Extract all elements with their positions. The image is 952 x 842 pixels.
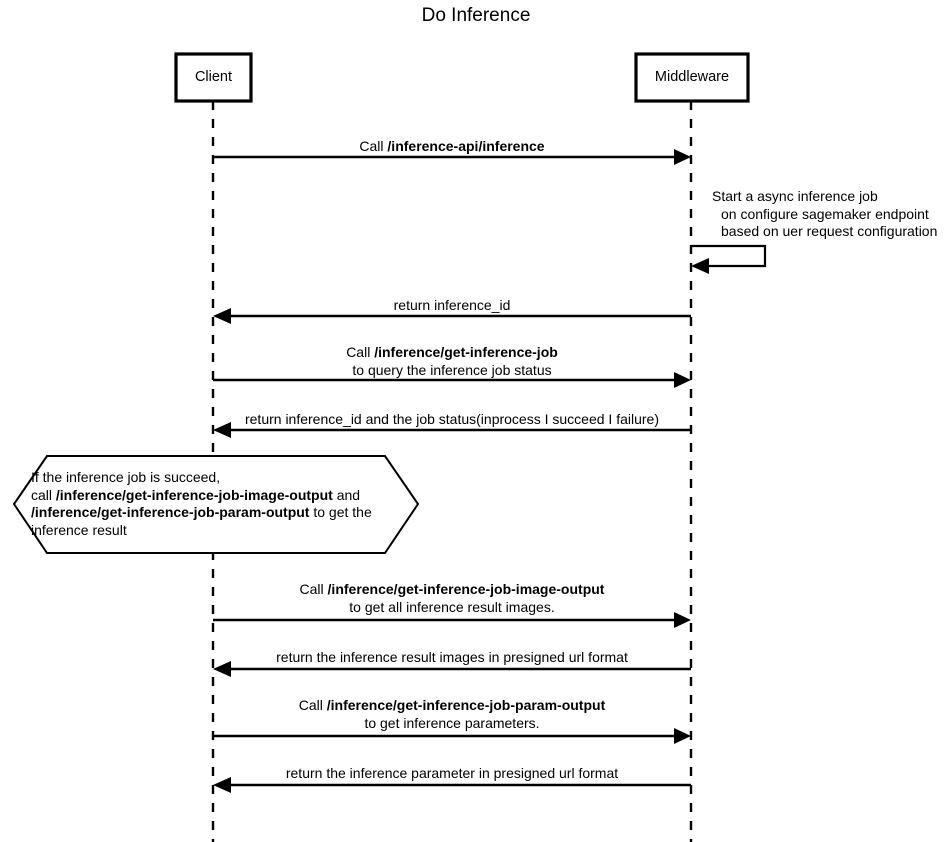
arrow-call-param-output xyxy=(213,728,691,744)
message-line: to get all inference result images. xyxy=(349,598,555,615)
message-line: to get inference parameters. xyxy=(364,714,540,731)
message-line: to query the inference job status xyxy=(352,361,552,378)
message-label-return-job-status: return inference_id and the job status(i… xyxy=(213,411,691,429)
note-line: call /inference/get-inference-job-image-… xyxy=(31,486,361,503)
message-label-call-param-output: Call /inference/get-inference-job-param-… xyxy=(213,697,691,732)
message-label-return-image-urls: return the inference result images in pr… xyxy=(213,649,691,667)
arrow-return-param-url xyxy=(213,777,691,793)
note-text-if-succeed: If the inference job is succeed, call /i… xyxy=(31,469,411,539)
participant-box-client[interactable] xyxy=(174,52,253,103)
message-line: Call /inference/get-inference-job xyxy=(346,344,558,360)
message-label-call-image-output: Call /inference/get-inference-job-image-… xyxy=(213,581,691,616)
note-hexagon-if-succeed xyxy=(12,455,420,554)
arrow-self-start-async-job xyxy=(691,244,767,274)
note-line: If the inference job is succeed, xyxy=(31,469,221,485)
note-line: inference result xyxy=(31,521,127,538)
page-title: Do Inference xyxy=(421,5,531,26)
message-line: Call /inference/get-inference-job-param-… xyxy=(298,697,606,713)
arrow-call-image-output xyxy=(213,612,691,628)
message-line: return inference_id and the job status(i… xyxy=(244,411,659,427)
arrow-return-image-urls xyxy=(213,661,691,677)
participant-label-client: Client xyxy=(194,69,233,85)
note-line: on configure sagemaker endpoint xyxy=(721,205,929,222)
arrow-return-job-status xyxy=(213,422,691,438)
message-line: return the inference result images in pr… xyxy=(276,649,628,665)
message-label-return-param-url: return the inference parameter in presig… xyxy=(213,765,691,783)
participant-box-middleware[interactable] xyxy=(634,52,750,103)
message-label-call-get-inference-job: Call /inference/get-inference-job to que… xyxy=(213,344,691,379)
note-line: based on uer request configuration xyxy=(721,223,938,239)
arrow-return-inference-id xyxy=(213,308,691,324)
self-message-note-start-async-job: Start a async inference job on configure… xyxy=(712,188,952,241)
message-line: return inference_id xyxy=(393,297,511,313)
message-line: return the inference parameter in presig… xyxy=(285,765,619,781)
note-line: /inference/get-inference-job-param-outpu… xyxy=(31,504,372,520)
participant-label-middleware: Middleware xyxy=(654,69,730,85)
message-line: Call /inference-api/inference xyxy=(359,138,545,154)
arrow-call-get-inference-job xyxy=(213,372,691,388)
arrow-call-inference-api xyxy=(213,149,691,165)
message-label-return-inference-id: return inference_id xyxy=(213,297,691,315)
note-line: Start a async inference job xyxy=(712,188,878,204)
message-line: Call /inference/get-inference-job-image-… xyxy=(299,581,605,597)
message-label-call-inference-api: Call /inference-api/inference xyxy=(213,138,691,156)
